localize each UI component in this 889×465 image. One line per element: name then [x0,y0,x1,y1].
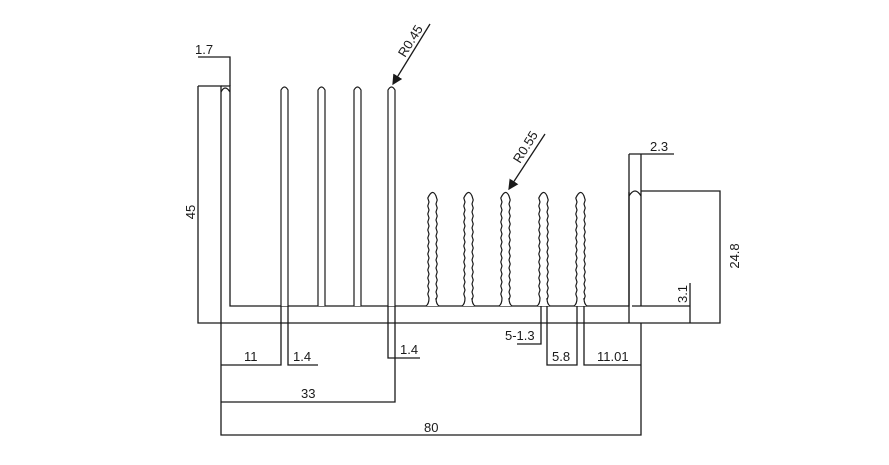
tall-fin [317,86,326,306]
dimension-lines [198,23,691,436]
dim-tall-section-width: 33 [301,386,315,401]
dim-first-gap: 11 [244,349,258,364]
tall-fins [280,86,396,306]
tall-fin [387,86,396,306]
dim-total-width: 80 [424,420,438,435]
dim-right-wall-thickness: 2.3 [650,139,668,154]
dim-tall-fin-thickness-1: 1.4 [293,349,311,364]
dim-tall-fin-thickness-2: 1.4 [400,342,418,357]
short-fin [573,191,588,307]
dim-short-fin-spec: 5-1.3 [505,328,535,343]
dim-wall-thickness-left: 1.7 [195,42,213,57]
dim-total-height: 45 [183,205,198,219]
dim-right-wall-height: 24.8 [727,243,742,268]
tall-fin [280,86,289,306]
dim-base-thickness: 3.1 [675,285,690,303]
profile-outline [197,85,721,324]
dim-tall-fin-radius: R0.45 [395,22,426,59]
short-fins [425,191,588,307]
short-fin [425,191,440,307]
short-fin [536,191,551,307]
dim-right-gap: 11.01 [597,349,629,364]
tall-fin [353,86,362,306]
short-fin [461,191,476,307]
dim-short-fin-pitch: 5.8 [552,349,570,364]
short-fin [498,191,513,307]
